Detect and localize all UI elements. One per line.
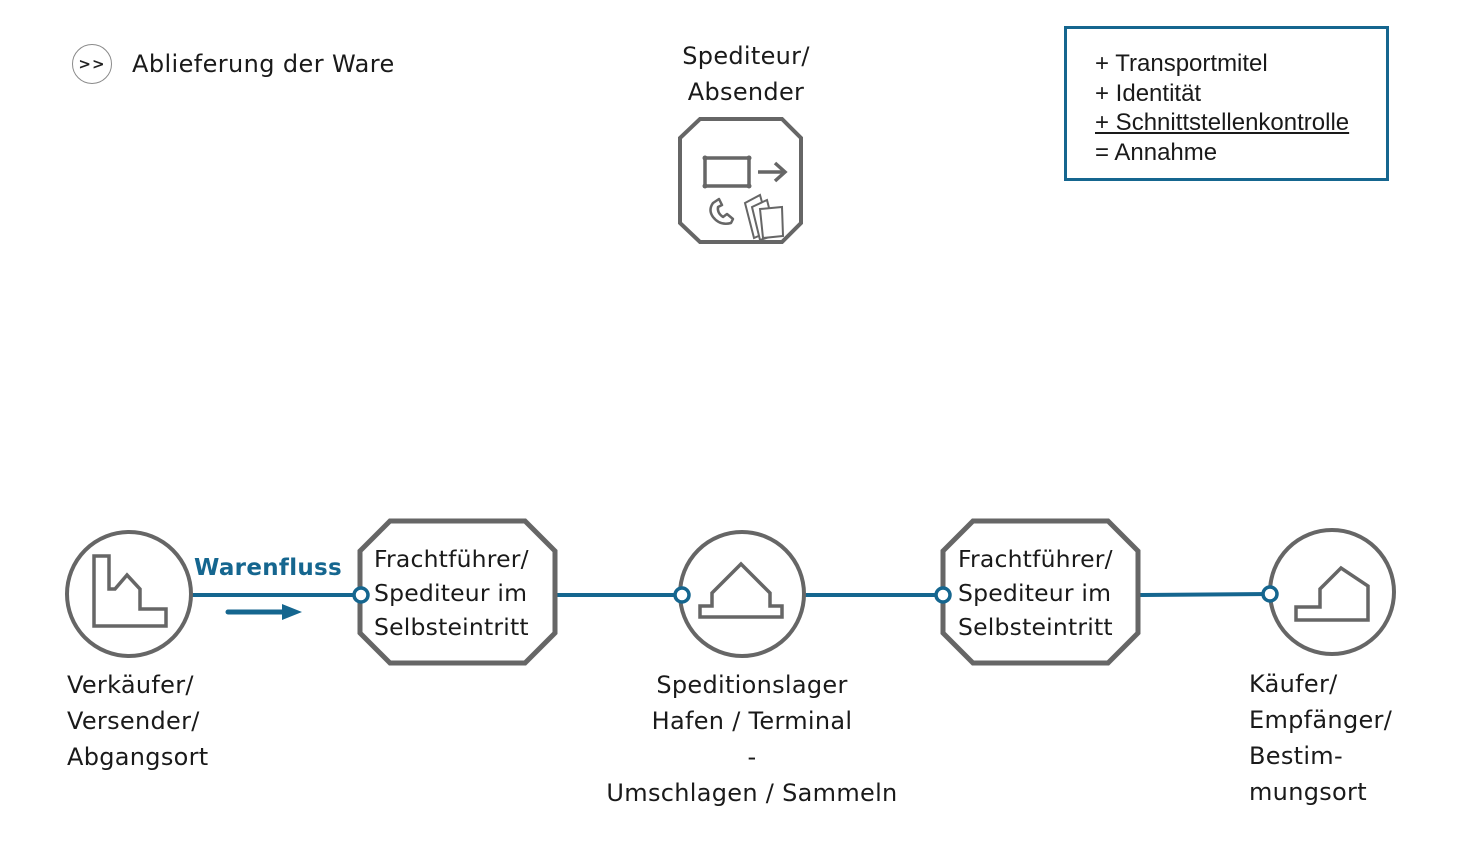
label-line: Selbsteintritt (374, 613, 529, 641)
label-line: Verkäufer/ (67, 671, 194, 699)
flow-label: Warenfluss (194, 555, 343, 581)
factory-icon (92, 554, 168, 628)
freight-docs-icon (702, 155, 788, 242)
carrier-2-text: Frachtführer/ Spediteur im Selbsteintrit… (958, 542, 1113, 644)
label-line: Frachtführer/ (958, 545, 1113, 573)
legend-line-result: = Annahme (1095, 138, 1218, 166)
label-line: Hafen / Terminal (651, 707, 853, 735)
label-line: Spediteur im (958, 579, 1112, 607)
legend-line-identity: + Identität (1095, 79, 1202, 107)
label-line: Käufer/ (1249, 670, 1338, 698)
warehouse-icon (698, 561, 784, 619)
connector-dot (1261, 585, 1279, 603)
buyer-node (1268, 528, 1396, 656)
label-line: - (747, 743, 757, 771)
legend-box: + Transportmitel + Identität + Schnittst… (1064, 26, 1389, 181)
label-line: Speditionslager (656, 671, 848, 699)
connector-dot (352, 586, 370, 604)
carrier-octagon-1 (357, 518, 558, 666)
label-line: Versender/ (67, 707, 200, 735)
flow-arrow-icon (225, 604, 302, 620)
label-line: Abgangsort (67, 743, 209, 771)
label-line: Selbsteintritt (958, 613, 1113, 641)
house-icon (1294, 565, 1370, 622)
buyer-label: Käufer/ Empfänger/ Bestim- mungsort (1249, 666, 1392, 810)
label-line: Absender (687, 78, 805, 106)
warehouse-label: Speditionslager Hafen / Terminal - Umsch… (592, 667, 912, 811)
label-line: Bestim- (1249, 742, 1343, 770)
header-row: >> Ablieferung der Ware (72, 42, 395, 86)
warehouse-node (678, 530, 806, 658)
seller-node (65, 530, 193, 658)
label-line: Spediteur im (374, 579, 528, 607)
connector-dot (673, 586, 691, 604)
top-node-label: Spediteur/ Absender (646, 38, 846, 110)
forward-button[interactable]: >> (72, 44, 112, 84)
label-line: Spediteur/ (682, 42, 810, 70)
top-node (678, 117, 803, 244)
legend-line-interface: + Schnittstellenkontrolle (1095, 109, 1350, 136)
flow-line-4 (1137, 592, 1271, 597)
carrier-octagon-2 (940, 518, 1141, 666)
label-line: Empfänger/ (1249, 706, 1393, 734)
page-title: Ablieferung der Ware (132, 50, 395, 78)
label-line: Frachtführer/ (374, 545, 529, 573)
carrier-1-text: Frachtführer/ Spediteur im Selbsteintrit… (374, 542, 529, 644)
connector-dot (934, 586, 952, 604)
label-line: Umschlagen / Sammeln (606, 779, 898, 807)
seller-label: Verkäufer/ Versender/ Abgangsort (67, 667, 209, 775)
label-line: mungsort (1249, 778, 1367, 806)
legend-line-transport: + Transportmitel (1095, 50, 1268, 77)
